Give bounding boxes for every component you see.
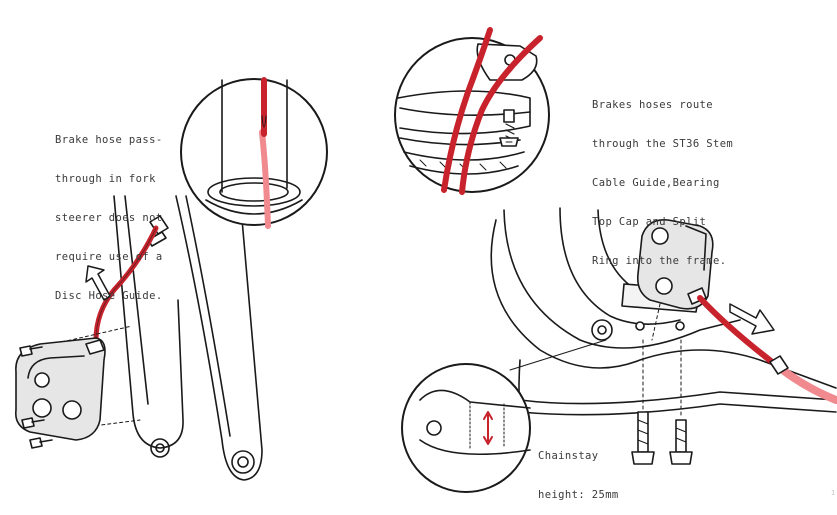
chainstay-note-line: Chainstay — [538, 450, 599, 462]
stem-note-line: Cable Guide,Bearing — [592, 177, 720, 189]
caliper-bolts-left — [19, 345, 53, 449]
diagram-svg — [14, 27, 837, 493]
frame-bolts — [631, 339, 693, 465]
fork-dropout-left — [150, 438, 170, 458]
stem-note-line: Ring into the frame. — [592, 255, 727, 267]
stem-note-line: Top Cap and Split — [592, 216, 707, 228]
stem-guide-inset — [394, 27, 550, 195]
frame-brake-hose — [697, 295, 783, 371]
inset-pointer — [509, 339, 607, 371]
fork-note-line: Brake hose pass- — [55, 134, 163, 146]
stem-note-line: through the ST36 Stem — [592, 138, 734, 150]
fork-leg-left — [113, 195, 184, 449]
assembly-diagram: Brake hose pass- through in fork steerer… — [14, 27, 837, 501]
fork-dropout-right — [231, 450, 255, 474]
chainstay-inset — [401, 363, 531, 493]
stem-note: Brakes hoses route through the ST36 Stem… — [592, 73, 733, 281]
frame-pivot — [591, 319, 613, 341]
hose-end-fade — [776, 364, 837, 404]
chainstay-note: Chainstay height: 25mm — [538, 424, 619, 515]
fork-note-line: steerer does not — [55, 212, 163, 224]
stem-brake-hose-1 — [441, 27, 493, 193]
fork-note-line: require use of a — [55, 251, 163, 263]
stem-screw — [499, 109, 519, 147]
stem-note-line: Brakes hoses route — [592, 99, 713, 111]
up-arrow-icon — [85, 265, 111, 301]
chainstay-note-line: height: 25mm — [538, 489, 619, 501]
fork-note: Brake hose pass- through in fork steerer… — [55, 108, 163, 316]
fork-leg-right — [175, 195, 263, 481]
fork-note-line: through in fork — [55, 173, 156, 185]
brake-caliper-left — [14, 337, 106, 441]
fork-note-line: Disc Hose Guide. — [55, 290, 163, 302]
page-number: 1 — [831, 490, 835, 497]
brake-caliper-right — [636, 219, 714, 310]
steerer-inset — [180, 77, 328, 229]
right-arrow-icon — [729, 303, 775, 335]
stem-brake-hose-2 — [459, 35, 543, 195]
